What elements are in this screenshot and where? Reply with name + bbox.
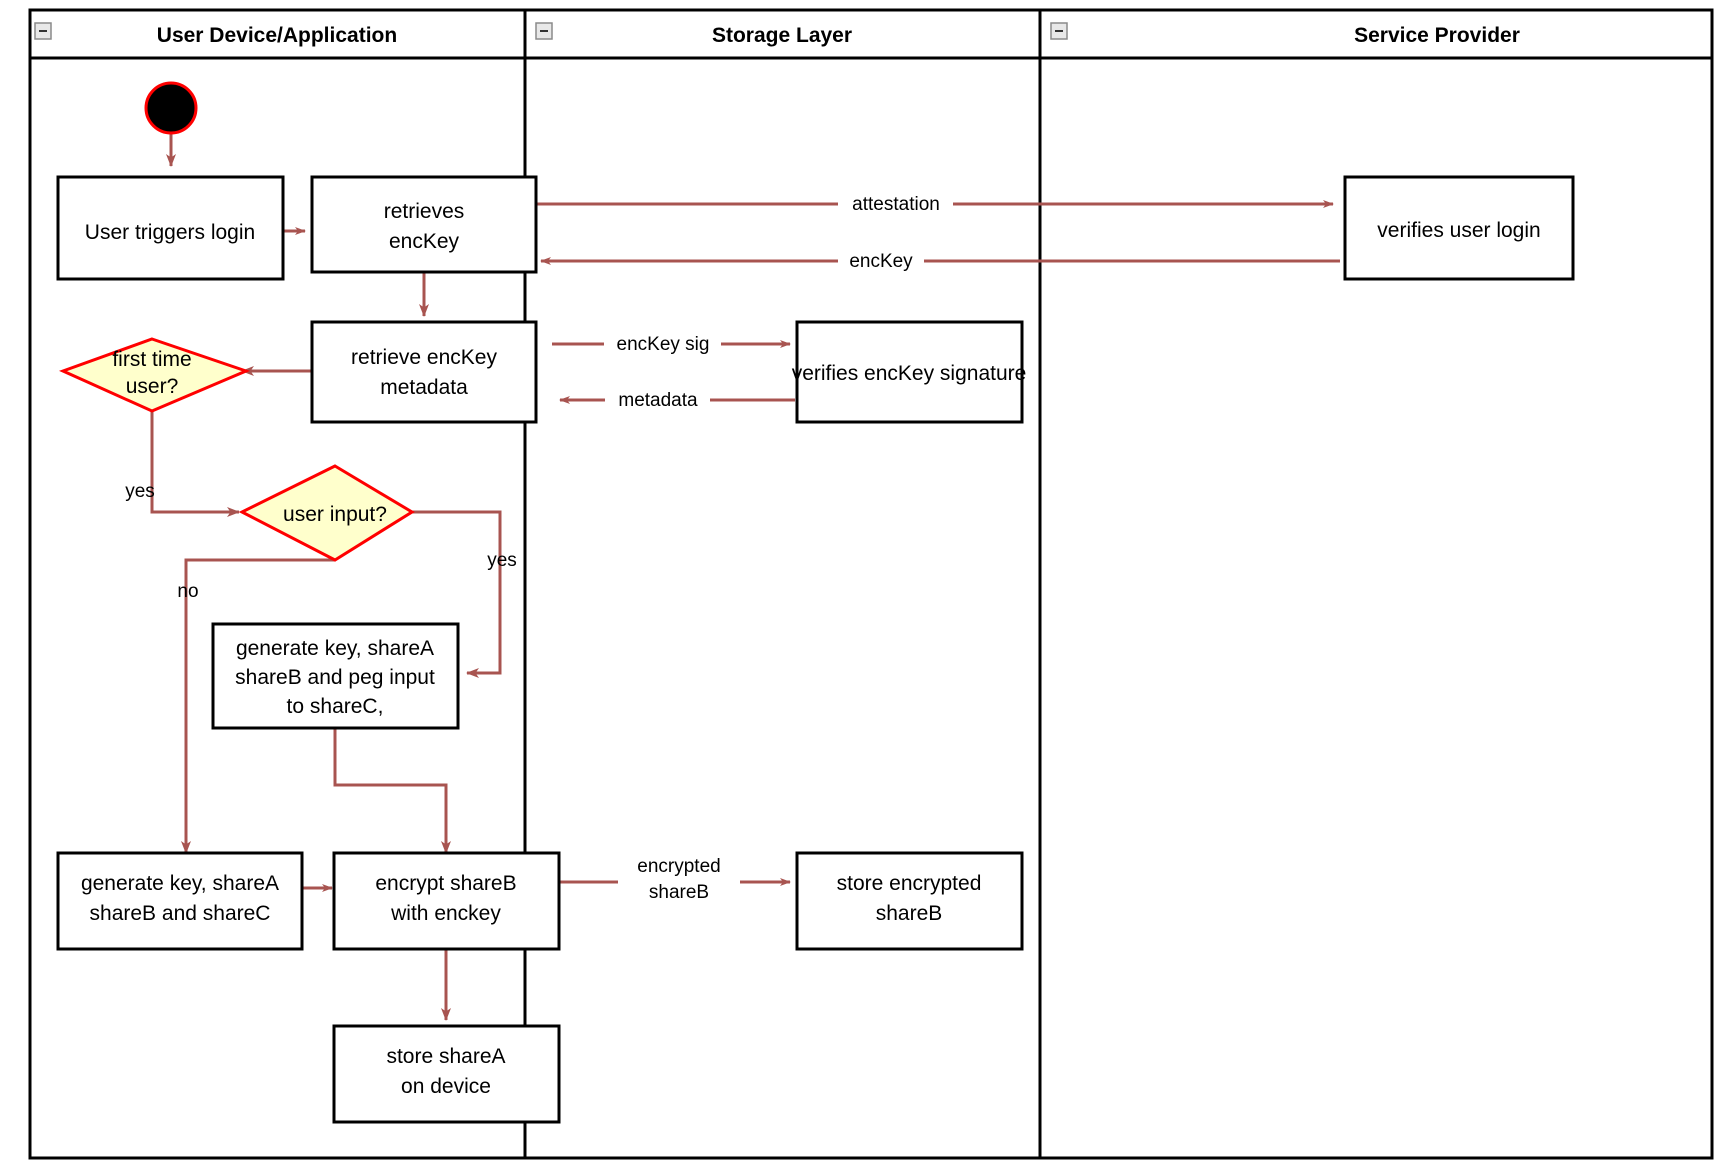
minus-icon[interactable] xyxy=(535,22,553,40)
node-store-sharea[interactable]: store shareA on device xyxy=(332,1024,561,1124)
edge-attestation: attestation xyxy=(534,191,1334,217)
node-label-line1: store encrypted xyxy=(837,872,982,895)
node-verifies-user-login[interactable]: verifies user login xyxy=(1343,175,1575,281)
lane-title-storage: Storage Layer xyxy=(712,24,852,47)
node-label-line2: encKey xyxy=(389,230,460,253)
edge-peg-to-encrypt xyxy=(333,729,451,854)
node-label-line1: retrieves xyxy=(384,200,465,223)
node-store-encrypted-shareb[interactable]: store encrypted shareB xyxy=(795,851,1024,951)
node-label-line3: to shareC, xyxy=(287,695,384,718)
node-label-line1: encrypt shareB xyxy=(375,872,516,895)
node-encrypt-shareb[interactable]: encrypt shareB with enckey xyxy=(332,851,561,951)
node-label-line2: shareB and shareC xyxy=(90,902,271,925)
edge-enckey-sig: encKey sig xyxy=(552,331,791,357)
edge-userinput-no: no xyxy=(177,558,335,854)
node-generate-key-sharec[interactable]: generate key, shareA shareB and shareC xyxy=(56,851,304,951)
node-label: verifies encKey signature xyxy=(792,362,1027,385)
node-label-line2: shareB xyxy=(876,902,943,925)
edge-label-no-userinput: no xyxy=(177,581,198,602)
edge-userinput-yes: yes xyxy=(410,510,517,678)
node-retrieve-enckey-metadata[interactable]: retrieve encKey metadata xyxy=(310,320,538,424)
minus-icon[interactable] xyxy=(1050,22,1068,40)
lane-header-user-device[interactable]: User Device/Application xyxy=(34,22,397,47)
node-label-line2: user? xyxy=(126,375,179,398)
node-label-line1: first time xyxy=(112,348,191,371)
edge-enckey: encKey xyxy=(540,248,1340,274)
node-user-input-decision[interactable]: user input? xyxy=(238,464,415,562)
lane-title-service-provider: Service Provider xyxy=(1354,24,1520,47)
node-generate-key-peg[interactable]: generate key, shareA shareB and peg inpu… xyxy=(211,622,460,730)
node-label-line1: generate key, shareA xyxy=(236,637,434,660)
node-label-line1: retrieve encKey xyxy=(351,346,497,369)
node-label-line2: metadata xyxy=(380,376,468,399)
initial-node xyxy=(144,81,198,135)
edge-label-yes-firsttime: yes xyxy=(125,481,155,502)
lane-header-service-provider[interactable]: Service Provider xyxy=(1050,22,1520,47)
node-label: user input? xyxy=(283,503,387,526)
node-label-line1: store shareA xyxy=(386,1045,505,1068)
node-label: User triggers login xyxy=(85,221,255,244)
edge-label-enckey: encKey xyxy=(849,251,913,272)
minus-icon[interactable] xyxy=(34,22,52,40)
node-label-line2: shareB and peg input xyxy=(235,666,435,689)
edge-label-yes-userinput: yes xyxy=(487,550,517,571)
node-user-triggers-login[interactable]: User triggers login xyxy=(56,175,285,281)
edge-label-metadata: metadata xyxy=(618,390,698,411)
edge-label-attestation: attestation xyxy=(852,194,940,215)
edge-label-enckey-sig: encKey sig xyxy=(617,334,710,355)
edge-encrypted-shareb: encrypted shareB xyxy=(559,852,791,910)
edge-metadata: metadata xyxy=(559,387,795,413)
node-retrieves-enckey[interactable]: retrieves encKey xyxy=(310,175,538,274)
edge-firsttime-yes: yes xyxy=(125,411,240,517)
node-label-line1: generate key, shareA xyxy=(81,872,279,895)
lane-title-user-device: User Device/Application xyxy=(157,24,397,47)
node-label-line2: with enckey xyxy=(390,902,501,925)
node-label: verifies user login xyxy=(1377,219,1540,242)
node-label-line2: on device xyxy=(401,1075,491,1098)
edge-label-encrypted-line1: encrypted xyxy=(637,856,720,877)
edge-label-encrypted-line2: shareB xyxy=(649,882,709,903)
lane-header-storage[interactable]: Storage Layer xyxy=(535,22,852,47)
node-first-time-user-decision[interactable]: first time user? xyxy=(58,337,251,413)
node-verifies-enckey-signature[interactable]: verifies encKey signature xyxy=(792,320,1027,424)
